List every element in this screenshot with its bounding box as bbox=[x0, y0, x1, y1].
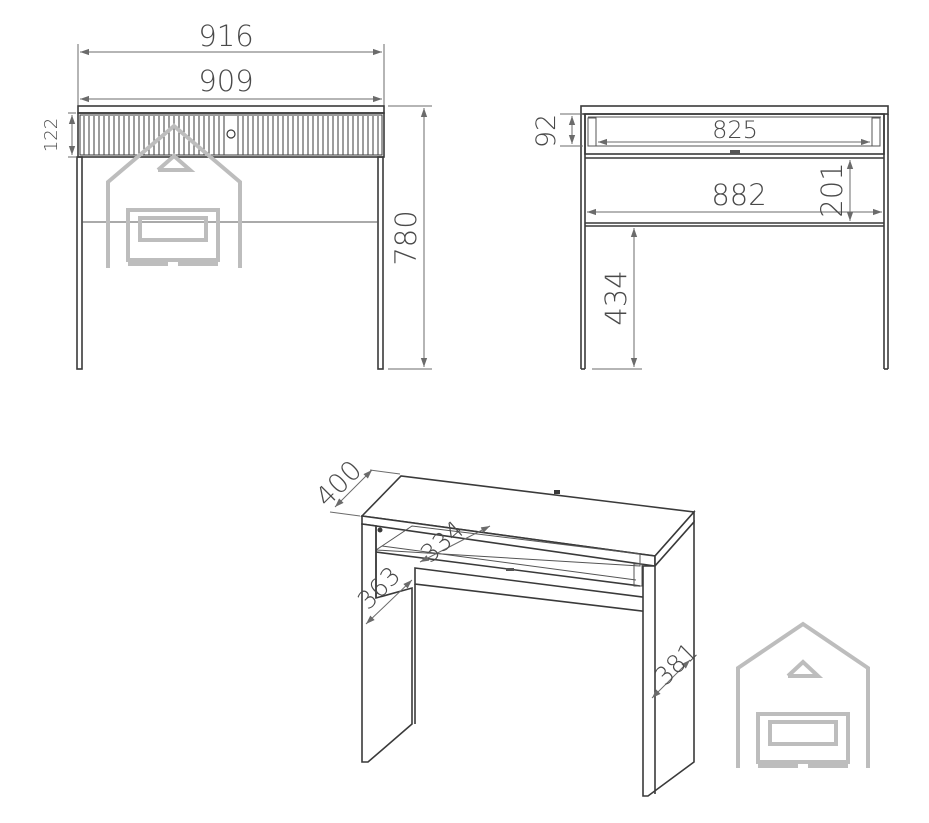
dim-line-drawer-depth bbox=[419, 525, 491, 563]
side-view: 92 825 882 201 434 bbox=[531, 105, 889, 370]
label-drawer-inner-width: 825 bbox=[712, 116, 758, 144]
isometric-view: 400 334 363 381 bbox=[310, 455, 703, 797]
dim-line-side-depth-left bbox=[365, 579, 413, 625]
label-shelf-gap: 201 bbox=[815, 162, 849, 217]
label-leg-clearance: 434 bbox=[599, 270, 633, 325]
dim-line-side-depth-right bbox=[651, 659, 691, 699]
house-sofa-logo-icon bbox=[106, 123, 242, 268]
label-inner-width: 882 bbox=[711, 178, 766, 212]
label-drawer-height: 122 bbox=[41, 118, 62, 152]
dim-line-depth bbox=[334, 469, 373, 508]
label-drawer-depth-height: 92 bbox=[531, 114, 562, 148]
label-depth: 400 bbox=[310, 455, 368, 513]
front-view: 916 909 bbox=[41, 19, 432, 370]
drawer-knob bbox=[226, 129, 236, 139]
label-total-width: 916 bbox=[198, 19, 253, 53]
label-total-height: 780 bbox=[389, 210, 423, 265]
label-top-width: 909 bbox=[198, 64, 253, 98]
fluted-drawer-front bbox=[79, 114, 383, 156]
house-sofa-logo-icon bbox=[736, 621, 870, 768]
